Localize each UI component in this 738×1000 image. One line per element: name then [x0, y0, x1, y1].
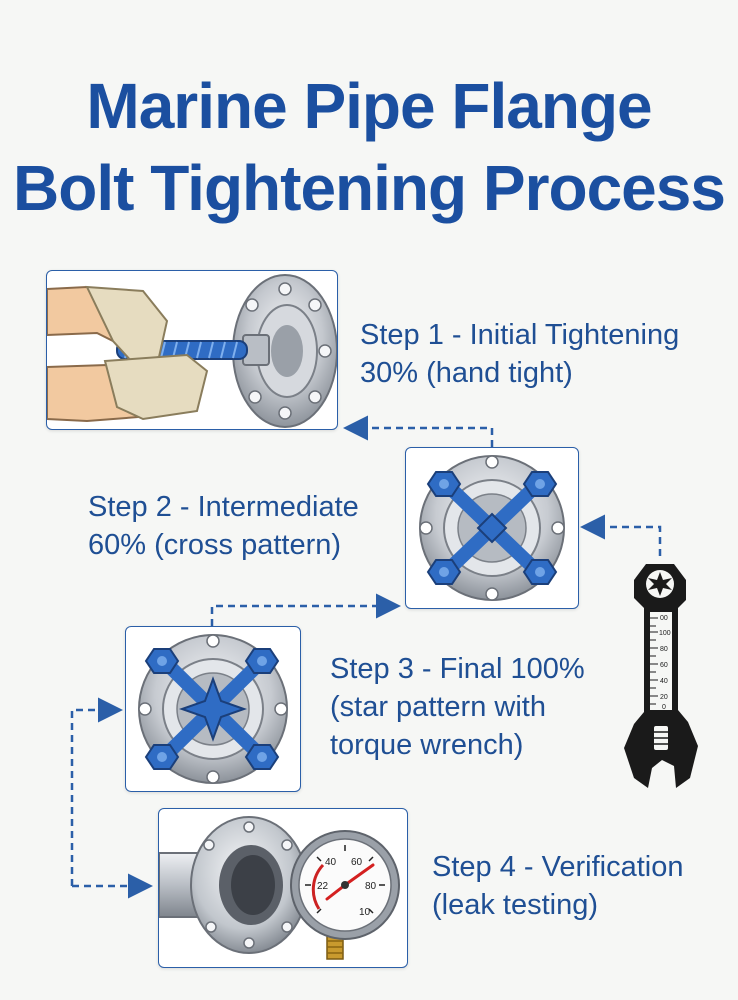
page-title-line-2: Bolt Tightening Process — [13, 152, 726, 224]
step3-detail-line2: torque wrench) — [330, 729, 524, 761]
step2-image-card — [405, 447, 579, 609]
gauge-tick-40: 40 — [325, 857, 337, 868]
wrench-tick-80: 80 — [660, 646, 668, 653]
wrench-tick-100: 100 — [659, 630, 671, 637]
arrow-into-step3 — [70, 697, 123, 886]
step1-image-card — [46, 270, 338, 430]
step1-detail: 30% (hand tight) — [360, 357, 573, 389]
step2-heading: Step 2 - Intermediate — [88, 491, 359, 523]
step1-text: Step 1 - Initial Tightening 30% (hand ti… — [360, 316, 679, 392]
step1-heading: Step 1 - Initial Tightening — [360, 319, 680, 351]
arrow-step3-to-step2 — [210, 593, 401, 626]
gauge-tick-10: 10 — [359, 907, 371, 918]
wrench-tick-20: 20 — [660, 694, 668, 701]
gauge-tick-22: 22 — [317, 881, 329, 892]
gauge-tick-60: 60 — [351, 857, 363, 868]
cross-pattern-flange-icon — [419, 455, 565, 601]
torque-wrench-icon: 00 100 80 60 40 20 0 — [624, 564, 698, 788]
wrench-tick-40: 40 — [660, 678, 668, 685]
pressure-gauge-flange-icon: 22 40 60 80 10 — [159, 816, 400, 960]
arrow-step2-to-step1 — [343, 415, 494, 447]
gauge-needle — [343, 863, 375, 887]
page-title-line-1: Marine Pipe Flange — [86, 70, 652, 142]
wrench-tick-00: 00 — [660, 615, 668, 622]
step4-image-card: 22 40 60 80 10 — [158, 808, 408, 968]
step3-text: Step 3 - Final 100% (star pattern with t… — [330, 650, 585, 764]
step2-text: Step 2 - Intermediate 60% (cross pattern… — [88, 488, 359, 564]
step2-detail: 60% (cross pattern) — [88, 529, 342, 561]
step4-detail: (leak testing) — [432, 889, 599, 921]
star-pattern-flange-icon — [138, 634, 288, 784]
wrench-tick-60: 60 — [660, 662, 668, 669]
step4-text: Step 4 - Verification (leak testing) — [432, 848, 683, 924]
arrow-wrench-to-step2 — [580, 514, 662, 556]
gauge-tick-80: 80 — [365, 881, 377, 892]
step3-detail: (star pattern with — [330, 691, 546, 723]
step3-image-card — [125, 626, 301, 792]
step4-heading: Step 4 - Verification — [432, 851, 684, 883]
hand-tightening-bolt-icon — [47, 274, 337, 428]
wrench-tick-0: 0 — [662, 704, 666, 711]
step3-heading: Step 3 - Final 100% — [330, 653, 585, 685]
